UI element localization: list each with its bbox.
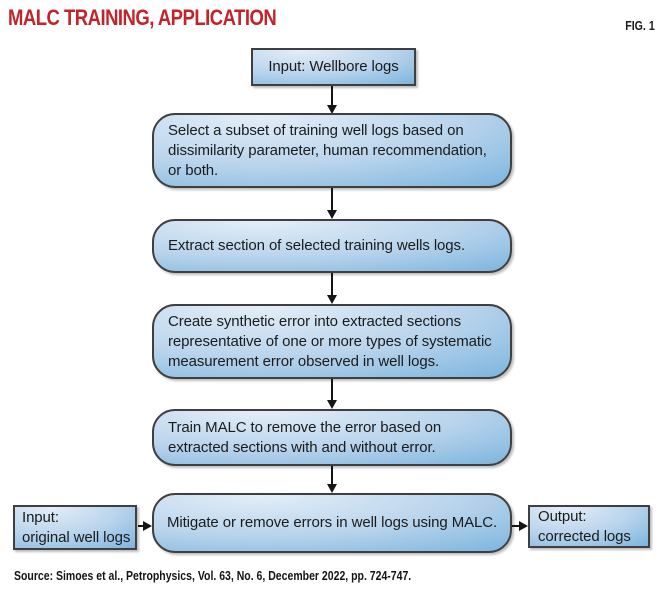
flow-arrow-down-4 (326, 379, 337, 409)
node-text-line: extracted sections with and without erro… (168, 438, 436, 456)
node-text-line: representative of one or more types of s… (168, 332, 492, 350)
flow-arrow-down-5 (326, 466, 337, 493)
node-text-line: Create synthetic error into extracted se… (168, 312, 462, 330)
flow-arrow-right-output (512, 520, 528, 531)
node-output-corrected-logs: Output: corrected logs (528, 505, 650, 548)
figure-number-label: FIG. 1 (625, 19, 655, 33)
source-citation: Source: Simoes et al., Petrophysics, Vol… (14, 569, 412, 583)
flow-arrow-down-1 (326, 86, 337, 114)
node-input-original-logs: Input: original well logs (13, 505, 137, 550)
node-text-line: Mitigate or remove errors in well logs u… (166, 514, 498, 531)
node-extract-section: Extract section of selected training wel… (152, 219, 512, 273)
node-text-line: Extract section of selected training wel… (168, 237, 466, 254)
node-text-line: dissimilarity parameter, human recommend… (168, 141, 487, 159)
node-text-line: Input: (22, 508, 59, 526)
node-select-subset: Select a subset of training well logs ba… (152, 113, 512, 188)
node-text-line: or both. (168, 161, 219, 179)
node-text-line: Select a subset of training well logs ba… (168, 121, 464, 139)
node-train-malc: Train MALC to remove the error based on … (152, 409, 512, 466)
node-text-line: Output: (538, 507, 587, 525)
node-text-line: measurement error observed in well logs. (168, 352, 440, 370)
node-input-wellbore-logs: Input: Wellbore logs (251, 48, 416, 86)
figure-title: MALC TRAINING, APPLICATION (8, 5, 277, 30)
node-text-line: corrected logs (538, 527, 631, 545)
node-text-line: Input: Wellbore logs (268, 58, 399, 75)
node-create-synthetic-error: Create synthetic error into extracted se… (152, 304, 512, 379)
flow-arrow-down-3 (326, 273, 337, 304)
node-mitigate-errors: Mitigate or remove errors in well logs u… (152, 493, 512, 553)
flow-arrow-down-2 (326, 188, 337, 219)
node-text-line: original well logs (22, 528, 131, 546)
flow-arrow-right-input (138, 520, 152, 531)
node-text-line: Train MALC to remove the error based on (168, 418, 442, 436)
